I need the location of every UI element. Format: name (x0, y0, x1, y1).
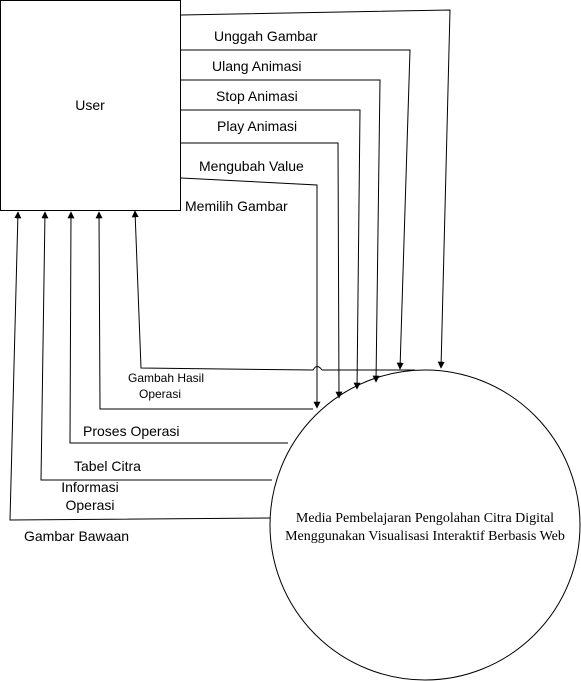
flow-unggah-gambar[interactable]: Unggah Gambar (180, 9, 451, 369)
user-entity[interactable]: User (0, 0, 181, 211)
user-entity-label: User (75, 97, 105, 113)
flow-proses-operasi[interactable]: Proses Operasi (83, 211, 313, 439)
flow-informasi-label-line1: Informasi (61, 479, 119, 495)
flow-informasi-label-line2: Operasi (65, 497, 114, 513)
flow-mengubah-value-label: Mengubah Value (199, 158, 304, 174)
system-process[interactable]: Media Pembelajaran Pengolahan Citra Digi… (269, 369, 581, 681)
flow-gambah-hasil-operasi-line (131, 210, 415, 371)
flow-tabel-citra-line (67, 211, 288, 444)
flow-unggah-gambar-line (180, 9, 451, 369)
system-process-circle (269, 369, 581, 681)
flow-tabel-citra[interactable]: Tabel Citra (67, 211, 288, 474)
flow-informasi-operasi-line (40, 211, 272, 481)
flow-informasi-operasi[interactable]: Informasi Operasi (40, 211, 272, 513)
flow-play-animasi[interactable]: Play Animasi (181, 109, 361, 390)
flow-ulang-animasi[interactable]: Ulang Animasi (181, 49, 411, 370)
flow-mengubah-value-line (181, 142, 343, 399)
flow-mengubah-value[interactable]: Mengubah Value (181, 142, 343, 399)
flow-tabel-citra-label: Tabel Citra (74, 458, 141, 474)
flow-play-animasi-line (181, 109, 361, 390)
user-entity-box (0, 0, 181, 211)
flow-proses-operasi-label: Proses Operasi (83, 423, 179, 439)
flow-stop-animasi[interactable]: Stop Animasi (181, 79, 381, 383)
flow-unggah-gambar-label: Unggah Gambar (214, 28, 318, 44)
flow-memilih-gambar[interactable]: Memilih Gambar (180, 177, 321, 409)
flow-gambar-bawaan-line (9, 211, 271, 521)
flow-stop-animasi-line (181, 79, 381, 383)
flow-ulang-animasi-line (181, 49, 411, 370)
flow-gambah-hasil-label-line1: Gambah Hasil (128, 371, 204, 385)
flow-stop-animasi-label: Stop Animasi (216, 88, 298, 104)
flow-gambah-hasil-label-line2: Operasi (139, 387, 181, 401)
flow-memilih-gambar-label: Memilih Gambar (185, 198, 288, 214)
process-label-line2: Menggunakan Visualisasi Interaktif Berba… (285, 529, 565, 544)
process-label-line1: Media Pembelajaran Pengolahan Citra Digi… (296, 511, 554, 526)
flow-gambar-bawaan[interactable]: Gambar Bawaan (9, 211, 271, 544)
flow-play-animasi-label: Play Animasi (217, 118, 297, 134)
flow-gambar-bawaan-label: Gambar Bawaan (24, 528, 129, 544)
flow-memilih-gambar-line (180, 177, 321, 409)
flow-proses-operasi-line (95, 211, 313, 410)
flow-ulang-animasi-label: Ulang Animasi (212, 58, 302, 74)
flow-gambah-hasil-operasi[interactable]: Gambah Hasil Operasi (128, 210, 415, 401)
